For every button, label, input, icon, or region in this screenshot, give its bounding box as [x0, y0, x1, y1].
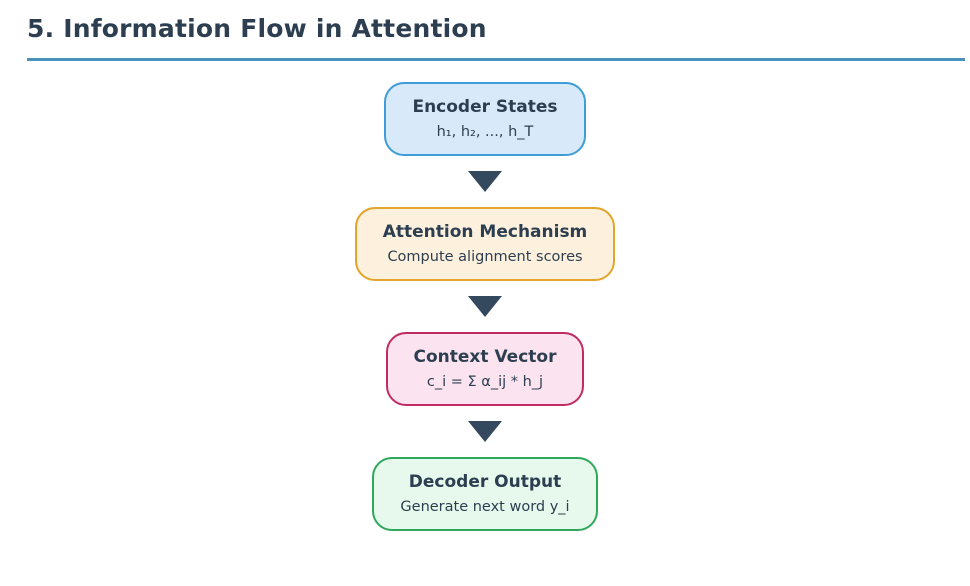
- node-subtitle: c_i = Σ α_ij * h_j: [426, 374, 544, 390]
- down-arrow-icon: [468, 171, 502, 192]
- down-arrow-icon: [468, 296, 502, 317]
- node-title: Context Vector: [413, 347, 557, 367]
- node-title: Attention Mechanism: [382, 222, 588, 242]
- node-subtitle: Generate next word y_i: [400, 499, 570, 515]
- node-title: Decoder Output: [408, 472, 562, 492]
- flow-node-decoder-output: Decoder Output Generate next word y_i: [372, 457, 598, 531]
- flow-node-attention-mechanism: Attention Mechanism Compute alignment sc…: [354, 207, 616, 281]
- flow-node-encoder-states: Encoder States h₁, h₂, ..., h_T: [384, 82, 586, 156]
- node-subtitle: h₁, h₂, ..., h_T: [436, 124, 534, 140]
- title-divider: [27, 58, 965, 61]
- flow-node-context-vector: Context Vector c_i = Σ α_ij * h_j: [385, 332, 585, 406]
- node-subtitle: Compute alignment scores: [387, 249, 583, 265]
- node-title: Encoder States: [412, 97, 558, 117]
- page-title: 5. Information Flow in Attention: [27, 14, 487, 43]
- down-arrow-icon: [468, 421, 502, 442]
- attention-flow-diagram: Encoder States h₁, h₂, ..., h_T Attentio…: [0, 82, 970, 531]
